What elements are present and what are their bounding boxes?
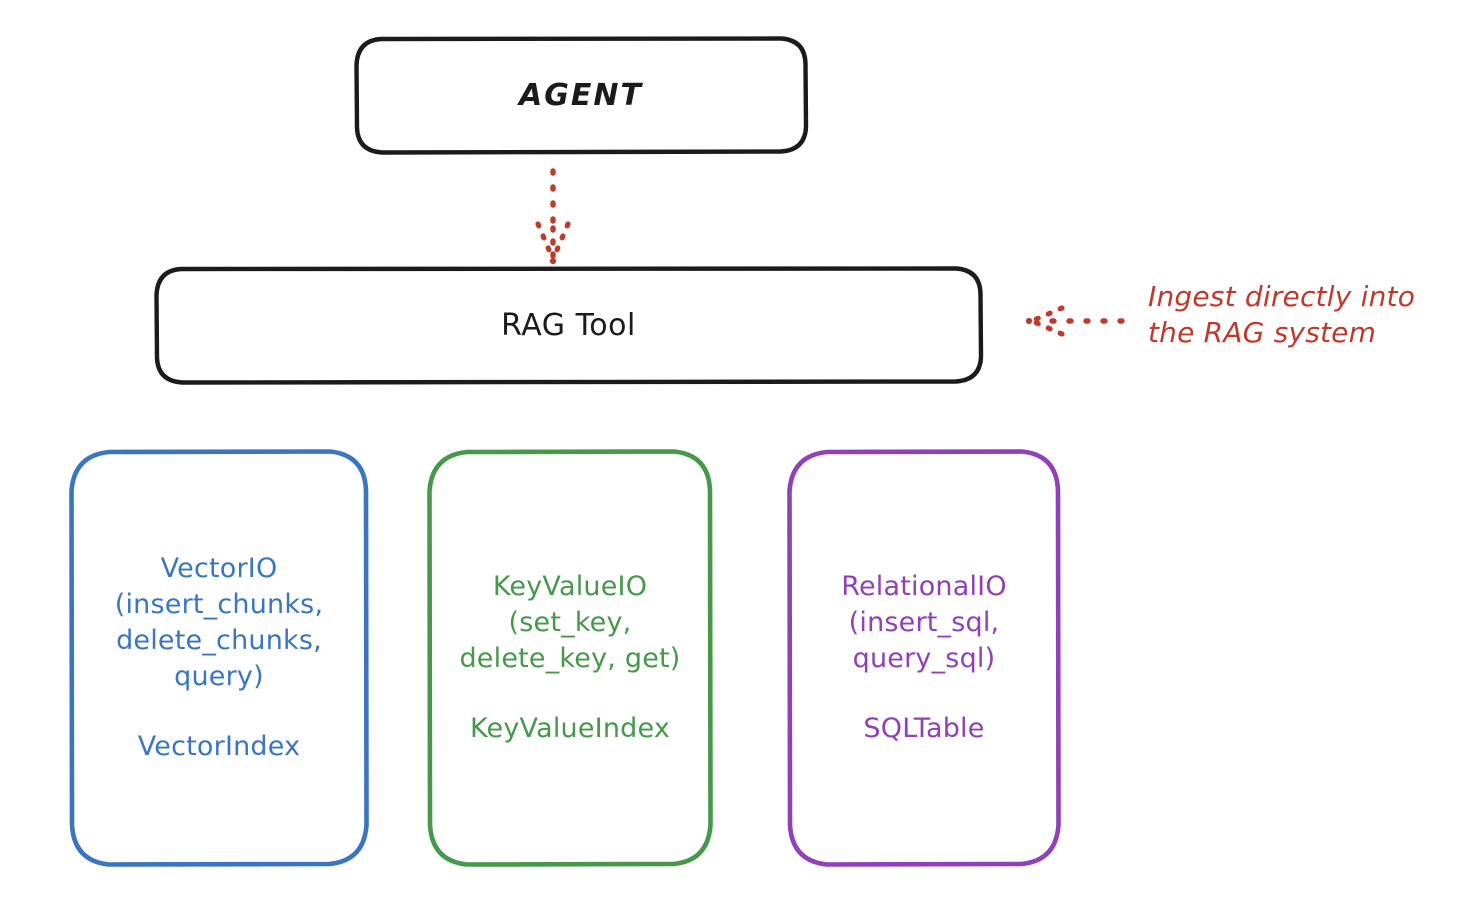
node-keyvalue-io[interactable]: KeyValueIO (set_key, delete_key, get) Ke… bbox=[427, 449, 713, 867]
ingest-annotation-label: Ingest directly into the RAG system bbox=[1148, 280, 1416, 349]
vector-index-label: VectorIndex bbox=[137, 730, 301, 762]
connector-agent-to-rag-tool-icon bbox=[535, 168, 571, 265]
node-agent[interactable]: AGENT bbox=[354, 36, 809, 155]
agent-label: AGENT bbox=[519, 78, 643, 113]
keyvalue-io-interface-label: KeyValueIO (set_key, delete_key, get) bbox=[459, 571, 681, 674]
connector-ingest-to-rag-tool-icon bbox=[1025, 305, 1125, 337]
node-rag-tool[interactable]: RAG Tool bbox=[154, 266, 984, 385]
node-vector-io[interactable]: VectorIO (insert_chunks, delete_chunks, … bbox=[69, 449, 369, 867]
keyvalue-index-label: KeyValueIndex bbox=[469, 712, 671, 744]
sqltable-label: SQLTable bbox=[863, 712, 985, 744]
node-relational-io[interactable]: RelationalIO (insert_sql, query_sql) SQL… bbox=[787, 449, 1061, 867]
rag-tool-label: RAG Tool bbox=[501, 308, 636, 343]
relational-io-interface-label: RelationalIO (insert_sql, query_sql) bbox=[841, 571, 1007, 674]
vector-io-interface-label: VectorIO (insert_chunks, delete_chunks, … bbox=[114, 553, 324, 692]
